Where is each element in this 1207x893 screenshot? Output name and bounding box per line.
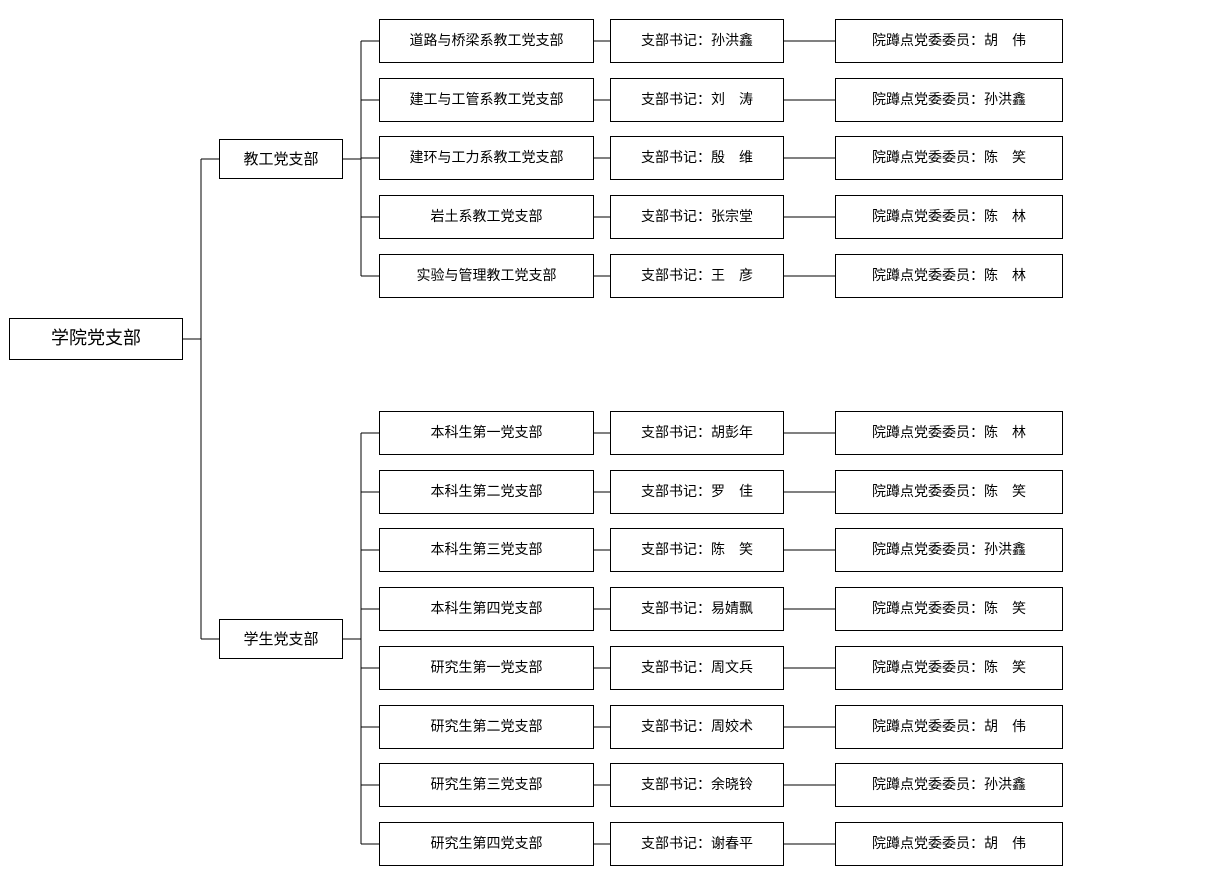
branch-committee-member-node: 院蹲点党委委员：陈 林: [835, 254, 1063, 298]
branch-committee-member-node: 院蹲点党委委员：孙洪鑫: [835, 528, 1063, 572]
branch-name-node: 建环与工力系教工党支部: [379, 136, 594, 180]
branch-secretary-node: 支部书记：张宗堂: [610, 195, 784, 239]
branch-secretary-node: 支部书记：殷 维: [610, 136, 784, 180]
branch-name-node: 研究生第三党支部: [379, 763, 594, 807]
branch-secretary-node: 支部书记：王 彦: [610, 254, 784, 298]
branch-name-node: 本科生第二党支部: [379, 470, 594, 514]
branch-secretary-node: 支部书记：易婧飘: [610, 587, 784, 631]
branch-secretary-node: 支部书记：余晓铃: [610, 763, 784, 807]
branch-committee-member-node: 院蹲点党委委员：孙洪鑫: [835, 78, 1063, 122]
branch-name-node: 研究生第二党支部: [379, 705, 594, 749]
branch-committee-member-node: 院蹲点党委委员：陈 笑: [835, 136, 1063, 180]
branch-name-node: 本科生第三党支部: [379, 528, 594, 572]
branch-committee-member-node: 院蹲点党委委员：陈 笑: [835, 646, 1063, 690]
branch-secretary-node: 支部书记：刘 涛: [610, 78, 784, 122]
branch-secretary-node: 支部书记：周姣术: [610, 705, 784, 749]
group-node: 教工党支部: [219, 139, 343, 179]
branch-name-node: 本科生第四党支部: [379, 587, 594, 631]
branch-name-node: 研究生第四党支部: [379, 822, 594, 866]
branch-committee-member-node: 院蹲点党委委员：陈 林: [835, 411, 1063, 455]
branch-name-node: 道路与桥梁系教工党支部: [379, 19, 594, 63]
branch-committee-member-node: 院蹲点党委委员：胡 伟: [835, 822, 1063, 866]
branch-name-node: 研究生第一党支部: [379, 646, 594, 690]
branch-secretary-node: 支部书记：胡彭年: [610, 411, 784, 455]
branch-name-node: 实验与管理教工党支部: [379, 254, 594, 298]
branch-committee-member-node: 院蹲点党委委员：胡 伟: [835, 705, 1063, 749]
branch-committee-member-node: 院蹲点党委委员：陈 林: [835, 195, 1063, 239]
group-node: 学生党支部: [219, 619, 343, 659]
branch-committee-member-node: 院蹲点党委委员：陈 笑: [835, 587, 1063, 631]
branch-secretary-node: 支部书记：周文兵: [610, 646, 784, 690]
branch-secretary-node: 支部书记：陈 笑: [610, 528, 784, 572]
branch-name-node: 建工与工管系教工党支部: [379, 78, 594, 122]
branch-name-node: 岩土系教工党支部: [379, 195, 594, 239]
branch-committee-member-node: 院蹲点党委委员：孙洪鑫: [835, 763, 1063, 807]
branch-secretary-node: 支部书记：孙洪鑫: [610, 19, 784, 63]
branch-secretary-node: 支部书记：罗 佳: [610, 470, 784, 514]
branch-name-node: 本科生第一党支部: [379, 411, 594, 455]
root-node: 学院党支部: [9, 318, 183, 360]
branch-committee-member-node: 院蹲点党委委员：陈 笑: [835, 470, 1063, 514]
branch-secretary-node: 支部书记：谢春平: [610, 822, 784, 866]
branch-committee-member-node: 院蹲点党委委员：胡 伟: [835, 19, 1063, 63]
